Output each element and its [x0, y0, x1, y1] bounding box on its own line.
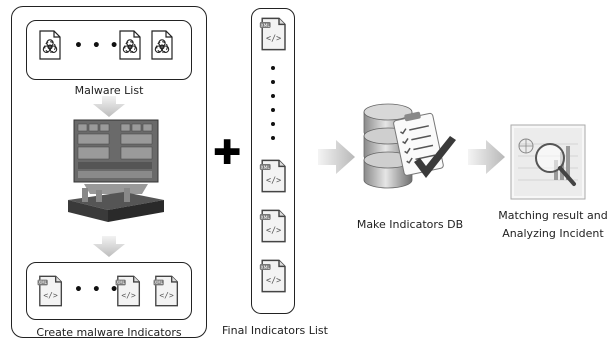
- ellipsis-dot: [271, 66, 275, 70]
- ellipsis-dot: [271, 136, 275, 140]
- result-label-line1: Matching result and: [498, 209, 608, 222]
- malware-file-icon: [118, 30, 142, 60]
- down-arrow-icon: [93, 236, 125, 257]
- ellipsis-dot: [271, 108, 275, 112]
- ellipsis-dot: [271, 122, 275, 126]
- malware-file-icon: [150, 30, 174, 60]
- down-arrow-icon: [93, 96, 125, 117]
- indicator-file-icon: [36, 274, 64, 308]
- result-label-line2: Analyzing Incident: [502, 227, 604, 240]
- vmware-server-icon: [68, 119, 164, 222]
- ellipsis: • • •: [74, 282, 121, 298]
- ellipsis: • • •: [74, 38, 121, 54]
- final-indicators-panel: [251, 8, 295, 314]
- ellipsis-dot: [271, 80, 275, 84]
- indicator-file-icon: [258, 208, 288, 244]
- indicator-file-icon: [258, 16, 288, 52]
- indicator-file-icon: [258, 258, 288, 294]
- plus-icon: ✚: [213, 133, 242, 173]
- database-checklist-icon: [363, 103, 456, 189]
- final-indicators-label: Final Indicators List: [222, 324, 328, 337]
- malware-file-icon: [38, 30, 62, 60]
- make-db-label: Make Indicators DB: [356, 218, 464, 231]
- ellipsis-dot: [271, 94, 275, 98]
- indicator-file-icon: [114, 274, 142, 308]
- analysis-magnifier-icon: [510, 124, 586, 200]
- indicator-file-icon: [152, 274, 180, 308]
- right-arrow-icon: [318, 140, 355, 174]
- indicator-file-icon: [258, 158, 288, 194]
- malware-list-label: Malware List: [74, 84, 144, 97]
- create-indicators-label: Create malware Indicators: [36, 326, 182, 339]
- right-arrow-icon: [468, 140, 505, 174]
